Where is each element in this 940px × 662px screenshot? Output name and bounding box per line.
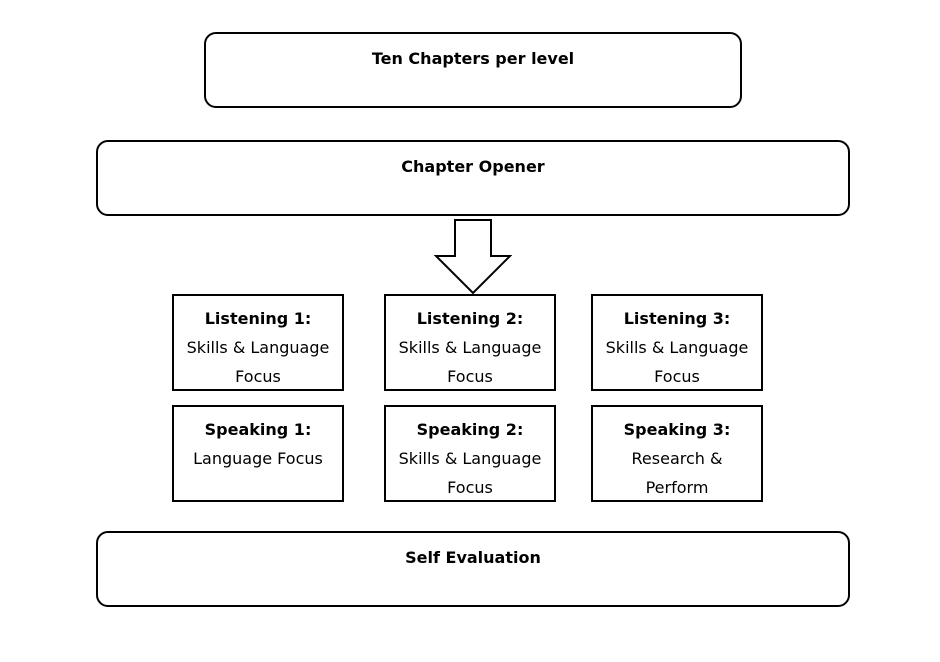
chapter-opener-box: Chapter Opener	[96, 140, 850, 216]
speaking-2-title: Speaking 2:	[416, 420, 524, 439]
speaking-2-box: Speaking 2: Skills & Language Focus	[384, 405, 556, 502]
listening-2-box: Listening 2: Skills & Language Focus	[384, 294, 556, 391]
self-evaluation-label: Self Evaluation	[405, 548, 541, 567]
listening-3-box: Listening 3: Skills & Language Focus	[591, 294, 763, 391]
speaking-3-box: Speaking 3: Research & Perform	[591, 405, 763, 502]
speaking-1-body: Language Focus	[193, 449, 323, 468]
down-arrow-icon	[434, 219, 512, 295]
listening-1-title: Listening 1:	[204, 309, 312, 328]
speaking-1-box: Speaking 1: Language Focus	[172, 405, 344, 502]
chapter-opener-label: Chapter Opener	[401, 157, 545, 176]
listening-2-title: Listening 2:	[416, 309, 524, 328]
levels-label: Ten Chapters per level	[371, 49, 575, 68]
speaking-2-body: Skills & Language Focus	[398, 449, 542, 497]
levels-box: Ten Chapters per level	[204, 32, 742, 108]
listening-2-body: Skills & Language Focus	[398, 338, 542, 386]
listening-3-title: Listening 3:	[623, 309, 731, 328]
speaking-1-title: Speaking 1:	[204, 420, 312, 439]
speaking-3-title: Speaking 3:	[623, 420, 731, 439]
listening-3-body: Skills & Language Focus	[605, 338, 749, 386]
listening-1-body: Skills & Language Focus	[186, 338, 330, 386]
self-evaluation-box: Self Evaluation	[96, 531, 850, 607]
speaking-3-body: Research & Perform	[631, 449, 723, 497]
listening-1-box: Listening 1: Skills & Language Focus	[172, 294, 344, 391]
